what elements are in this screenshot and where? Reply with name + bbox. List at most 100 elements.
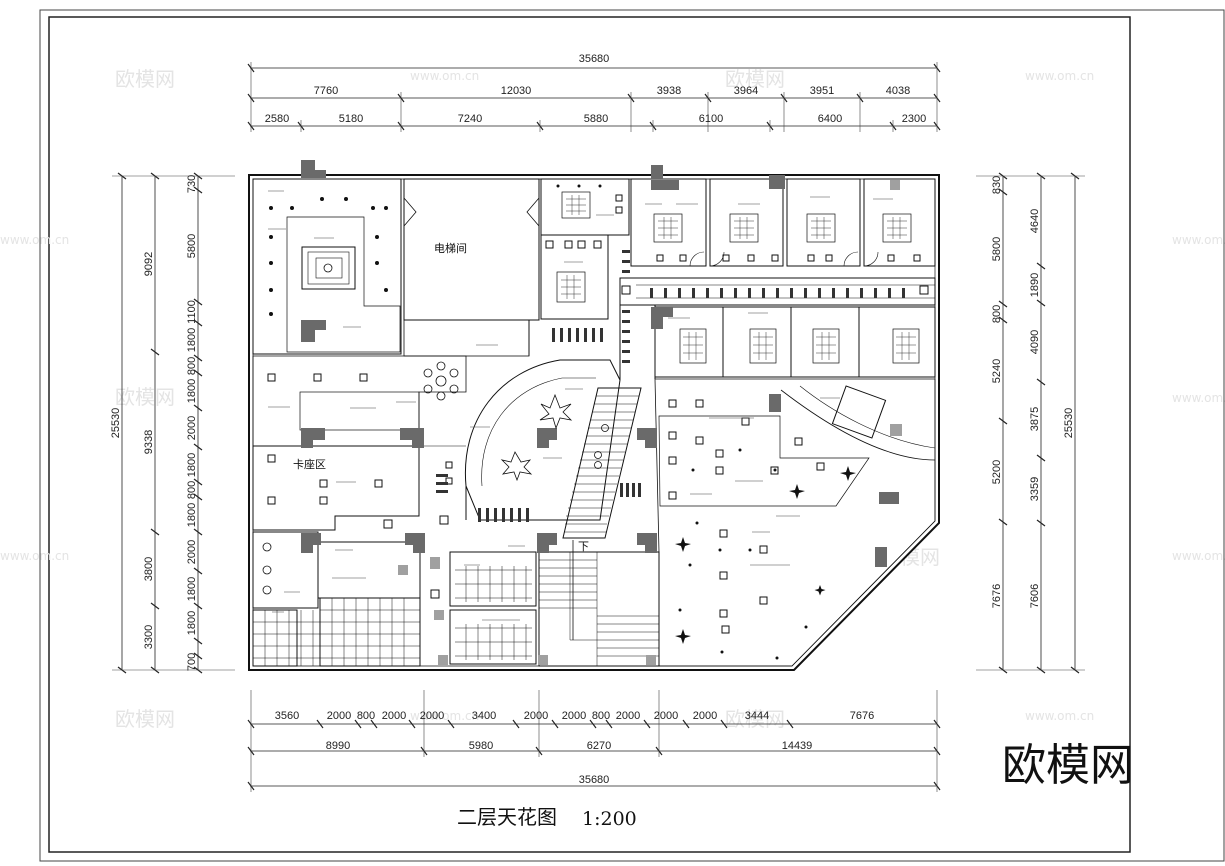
- dim-text: 9338: [143, 430, 155, 454]
- dim-text: 5180: [339, 113, 363, 125]
- watermark-url: www.om.cn: [1025, 69, 1094, 83]
- private-room-2: [709, 178, 784, 267]
- dim-text: 7676: [850, 710, 874, 722]
- dim-right-group: 4640 1890 4090 3875 3359 7606: [1029, 209, 1041, 608]
- watermark-text: 欧模网: [725, 707, 785, 731]
- dim-text: 12030: [501, 85, 532, 97]
- dim-left-group: 9092 9338 3800 3300: [143, 252, 155, 649]
- dim-text: 700: [186, 653, 198, 671]
- square-light-fixtures: [267, 194, 929, 634]
- dim-text: 800: [186, 481, 198, 499]
- lower-stair-treads: [539, 552, 659, 666]
- feature-grid-b: [556, 271, 586, 303]
- star-fixtures: [675, 466, 856, 644]
- dim-right-total: 25530: [1063, 408, 1075, 439]
- feature-dj-booth: [831, 385, 887, 439]
- dim-left-detail: 730 5800 1100 1800 800 1800 2000 1800 80…: [186, 175, 198, 671]
- dim-text: 3300: [143, 625, 155, 649]
- room-mid-a: [540, 234, 609, 320]
- dim-text: 800: [357, 710, 375, 722]
- dim-text: 3400: [472, 710, 496, 722]
- dim-text: 1890: [1029, 273, 1041, 297]
- dim-text: 7676: [991, 584, 1003, 608]
- dim-text: 5200: [991, 460, 1003, 484]
- dim-text: 8990: [326, 740, 350, 752]
- dim-text: 1800: [186, 379, 198, 403]
- dim-text: 2000: [420, 710, 444, 722]
- private-room-8: [858, 306, 936, 378]
- drawing-title: 二层天花图: [457, 805, 557, 829]
- annotation-leaders: [268, 190, 893, 621]
- room-mid-bottom-b: [449, 609, 537, 665]
- dim-bottom-total: 35680: [579, 774, 610, 786]
- dim-text: 1800: [186, 577, 198, 601]
- feature-grid-f: [882, 213, 912, 243]
- room-mid-bottom-a: [449, 551, 537, 607]
- dim-text: 2000: [654, 710, 678, 722]
- dim-text: 3800: [143, 557, 155, 581]
- dim-text: 4090: [1029, 330, 1041, 354]
- dim-text: 9092: [143, 252, 155, 276]
- dim-text: 2000: [524, 710, 548, 722]
- elevator-door-left: [403, 197, 417, 227]
- feature-ceiling-square-inner: [307, 251, 350, 285]
- feature-grid-g: [679, 328, 707, 364]
- dim-text: 2000: [327, 710, 351, 722]
- dim-right-detail: 830 5800 800 5240 5200 7676: [991, 176, 1003, 608]
- dim-text: 1800: [186, 611, 198, 635]
- dim-text: 2580: [265, 113, 289, 125]
- room-bottom-left-c: [252, 609, 298, 667]
- corridor-light-strip: [636, 284, 935, 299]
- room-top-left-ceiling: [286, 216, 401, 353]
- private-room-1: [630, 178, 707, 267]
- sheet-frame-outer: [39, 9, 1225, 862]
- central-curve-inner: [481, 377, 596, 487]
- watermark-url: www.om.cn: [1172, 549, 1225, 563]
- tile-grid-bottom-left: [253, 598, 420, 666]
- feature-grid-e: [806, 213, 836, 243]
- dim-left-total: 25530: [110, 408, 122, 439]
- room-label-elevator: 电梯间: [434, 242, 467, 255]
- dim-text: 1800: [186, 328, 198, 352]
- dim-text: 1800: [186, 453, 198, 477]
- dim-text: 2000: [616, 710, 640, 722]
- watermark-text: 欧模网: [115, 707, 175, 731]
- dim-text: 5980: [469, 740, 493, 752]
- dim-text: 4640: [1029, 209, 1041, 233]
- dim-text: 5800: [186, 234, 198, 258]
- decorative-stripes: [436, 250, 905, 522]
- feature-grid-c: [653, 213, 683, 243]
- dimension-lines: [121, 67, 1076, 787]
- feature-grid-a: [561, 191, 591, 219]
- sheet-frame-inner: [48, 16, 1131, 853]
- extension-lines: [112, 62, 1085, 792]
- dim-text: 3964: [734, 85, 758, 97]
- watermark-url: www.om.cn: [410, 69, 479, 83]
- dim-text: 830: [991, 176, 1003, 194]
- staircase: [562, 387, 642, 539]
- dim-text: 800: [592, 710, 610, 722]
- feature-ceiling-square-core: [315, 257, 343, 279]
- dim-text: 3560: [275, 710, 299, 722]
- dim-bottom-row2: 8990 5980 6270 14439: [326, 740, 813, 752]
- dim-text: 5880: [584, 113, 608, 125]
- chandelier-fixture: [262, 263, 609, 595]
- watermark-text: 欧模网: [115, 385, 175, 409]
- watermark-url: www.om.cn: [0, 549, 69, 563]
- watermark-url: www.om.cn: [1025, 709, 1094, 723]
- dim-text: 7606: [1029, 584, 1041, 608]
- corridor-strip: [619, 277, 936, 306]
- watermark-url: www.om.cn: [1172, 391, 1225, 405]
- light-grey-blocks: [398, 180, 902, 665]
- dim-text: 3951: [810, 85, 834, 97]
- dim-text: 5800: [991, 237, 1003, 261]
- grid-fixture-hatching: [561, 195, 916, 360]
- watermark-url: www.om.cn: [410, 709, 479, 723]
- feature-grid-d: [729, 213, 759, 243]
- dim-text: 2000: [693, 710, 717, 722]
- watermark-url: www.om.cn: [1172, 233, 1225, 247]
- right-lounge: [654, 378, 936, 667]
- room-bottom-left-d: [319, 597, 421, 667]
- structural-columns: [301, 160, 899, 567]
